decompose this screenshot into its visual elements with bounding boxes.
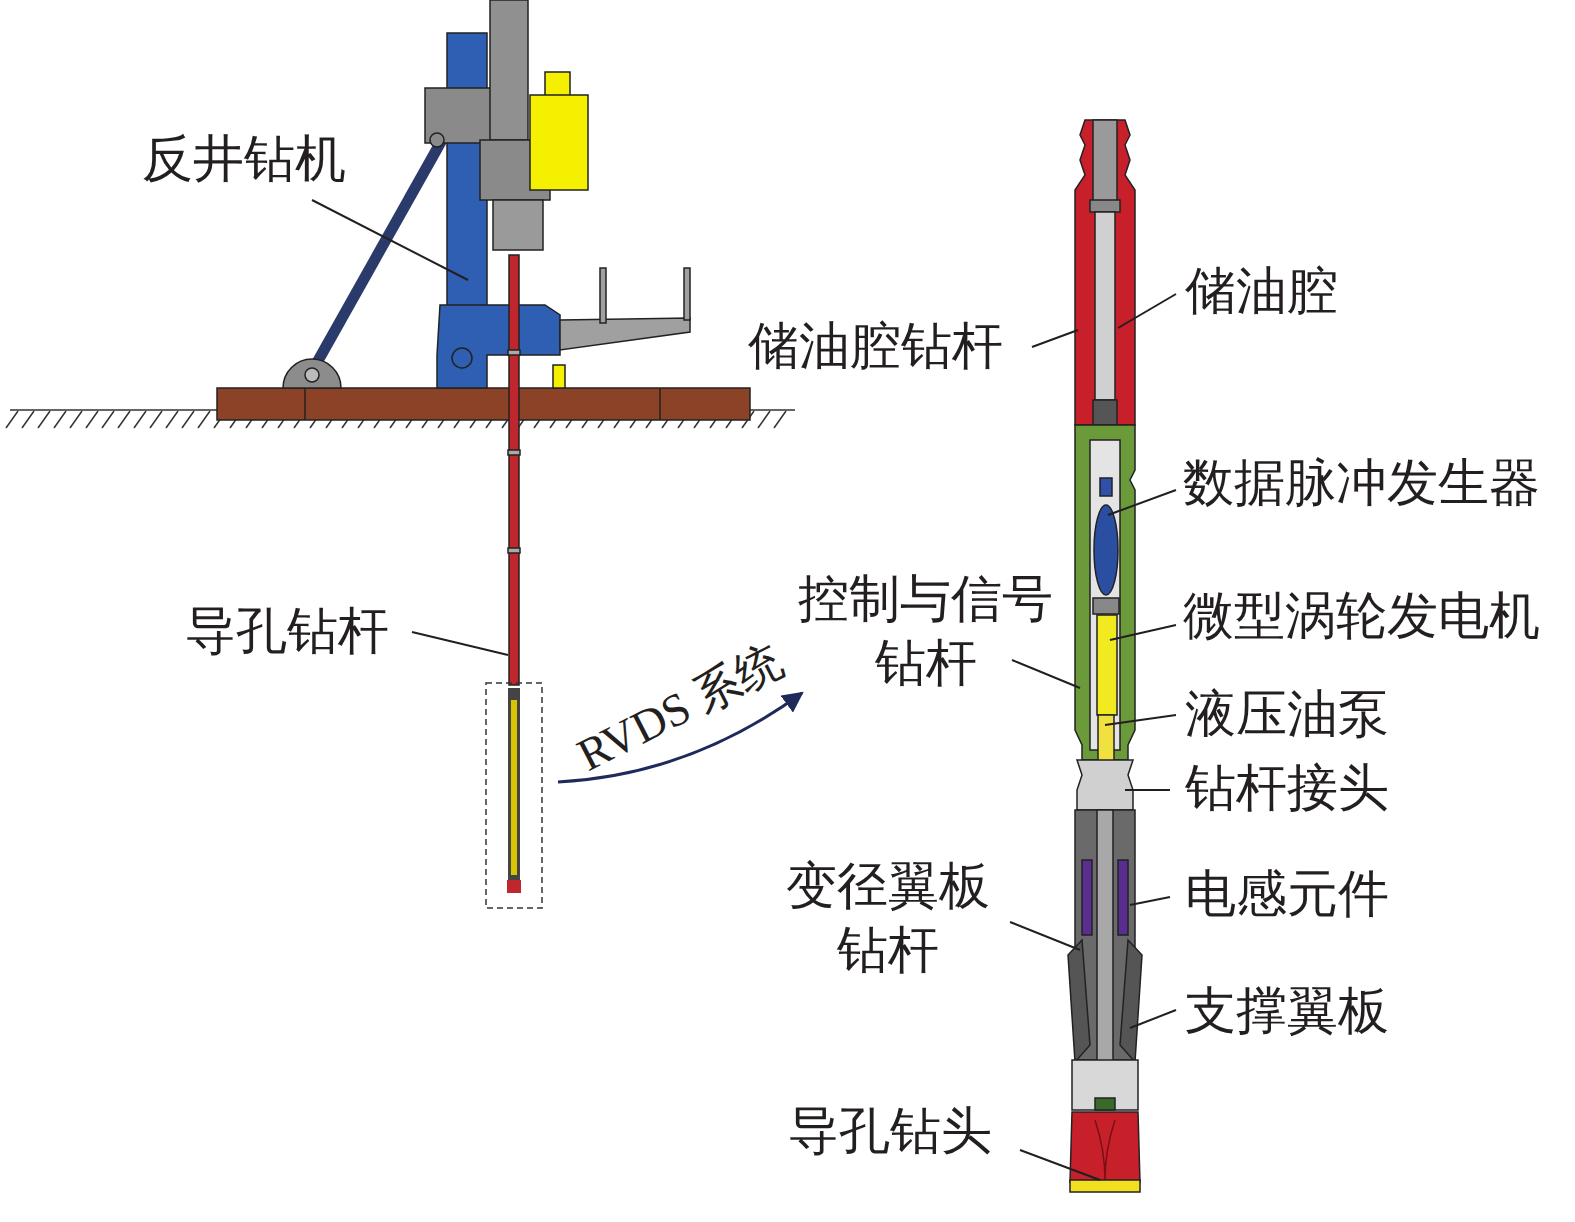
drill-rig: [217, 0, 750, 685]
label-wrap: 微型涡轮发电机: [1183, 585, 1540, 649]
part-label: 液压油泵: [1185, 683, 1389, 747]
label-wrap: RVDS 系统: [568, 632, 792, 784]
part-label: 电感元件: [1185, 863, 1389, 927]
label-wrap: 钻杆接头: [1185, 757, 1389, 821]
detail-box: [486, 683, 542, 908]
label-wrap: 液压油泵: [1185, 683, 1389, 747]
part-label: RVDS 系统: [568, 632, 792, 784]
label-wrap: 导孔钻头: [788, 1100, 992, 1164]
leader-lines: [312, 200, 1176, 1180]
label-wrap: 储油腔钻杆: [748, 315, 1003, 379]
part-label: 支撑翼板: [1185, 980, 1389, 1044]
label-wrap: 储油腔: [1185, 260, 1338, 324]
label-wrap: 反井钻机: [142, 128, 346, 192]
part-label: 控制与信号 钻杆: [792, 568, 1060, 696]
part-label: 微型涡轮发电机: [1183, 585, 1540, 649]
part-label: 导孔钻头: [788, 1100, 992, 1164]
part-label: 导孔钻杆: [185, 600, 389, 664]
part-label: 反井钻机: [142, 128, 346, 192]
label-wrap: 数据脉冲发生器: [1183, 452, 1540, 516]
label-wrap: 导孔钻杆: [185, 600, 389, 664]
part-label: 数据脉冲发生器: [1183, 452, 1540, 516]
rvds-tool: [1068, 120, 1142, 1192]
tool-small: [507, 688, 521, 893]
label-wrap: 控制与信号 钻杆: [792, 568, 1060, 696]
part-label: 储油腔钻杆: [748, 315, 1003, 379]
label-wrap: 电感元件: [1185, 863, 1389, 927]
part-label: 变径翼板 钻杆: [780, 855, 997, 983]
part-label: 钻杆接头: [1185, 757, 1389, 821]
label-wrap: 支撑翼板: [1185, 980, 1389, 1044]
label-wrap: 变径翼板 钻杆: [780, 855, 997, 983]
part-label: 储油腔: [1185, 260, 1338, 324]
